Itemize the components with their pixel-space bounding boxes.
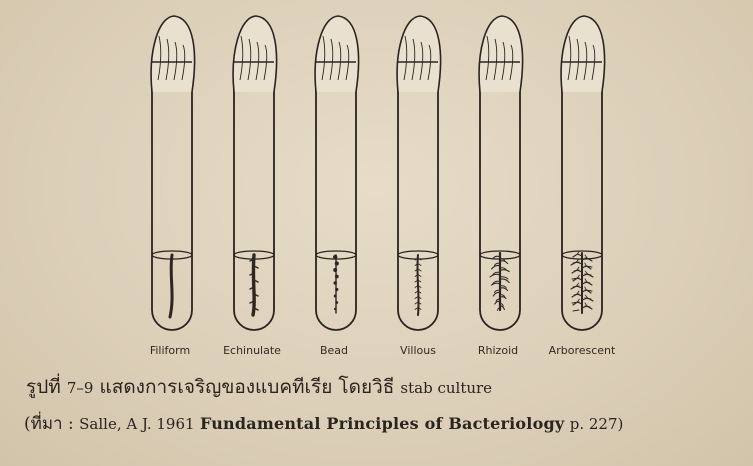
test-tube-echinulate bbox=[233, 16, 276, 330]
tube-label-echinulate: Echinulate bbox=[223, 344, 281, 357]
figure-number: 7–9 bbox=[67, 379, 94, 397]
source-open: (ที่มา : bbox=[24, 414, 74, 434]
tube-label-arborescent: Arborescent bbox=[549, 344, 616, 357]
growth-filiform bbox=[170, 255, 172, 317]
cotton-plug bbox=[151, 16, 194, 92]
tube-label-bead: Bead bbox=[320, 344, 348, 357]
cotton-plug bbox=[315, 16, 358, 92]
growth-arborescent bbox=[571, 251, 593, 313]
test-tube-filiform bbox=[151, 16, 194, 330]
source-citation: (ที่มา : Salle, A J. 1961 Fundamental Pr… bbox=[24, 410, 623, 437]
cotton-plug bbox=[479, 16, 522, 92]
growth-rhizoid bbox=[490, 253, 509, 311]
cotton-plug bbox=[397, 16, 440, 92]
figure-caption: รูปที่ 7–9 แสดงการเจริญของแบคทีเรีย โดยว… bbox=[26, 372, 492, 402]
figure-prefix: รูปที่ bbox=[26, 376, 61, 398]
caption-method: stab culture bbox=[400, 379, 492, 397]
test-tube-villous bbox=[397, 16, 440, 330]
test-tube-arborescent bbox=[561, 16, 604, 330]
caption-thai-text: แสดงการเจริญของแบคทีเรีย โดยวิธี bbox=[99, 376, 394, 398]
stab-culture-figure bbox=[0, 0, 753, 345]
test-tube-rhizoid bbox=[479, 16, 522, 330]
test-tube-bead bbox=[315, 16, 358, 330]
source-author: Salle, A J. 1961 bbox=[79, 415, 194, 433]
tube-label-filiform: Filiform bbox=[150, 344, 190, 357]
growth-villous bbox=[415, 255, 421, 315]
tube-label-rhizoid: Rhizoid bbox=[478, 344, 518, 357]
cotton-plug bbox=[233, 16, 276, 92]
growth-echinulate bbox=[250, 255, 258, 315]
growth-bead bbox=[333, 255, 339, 313]
source-book-title: Fundamental Principles of Bacteriology bbox=[200, 414, 564, 433]
cotton-plug bbox=[561, 16, 604, 92]
source-page: p. 227) bbox=[570, 415, 624, 433]
tube-label-villous: Villous bbox=[400, 344, 436, 357]
